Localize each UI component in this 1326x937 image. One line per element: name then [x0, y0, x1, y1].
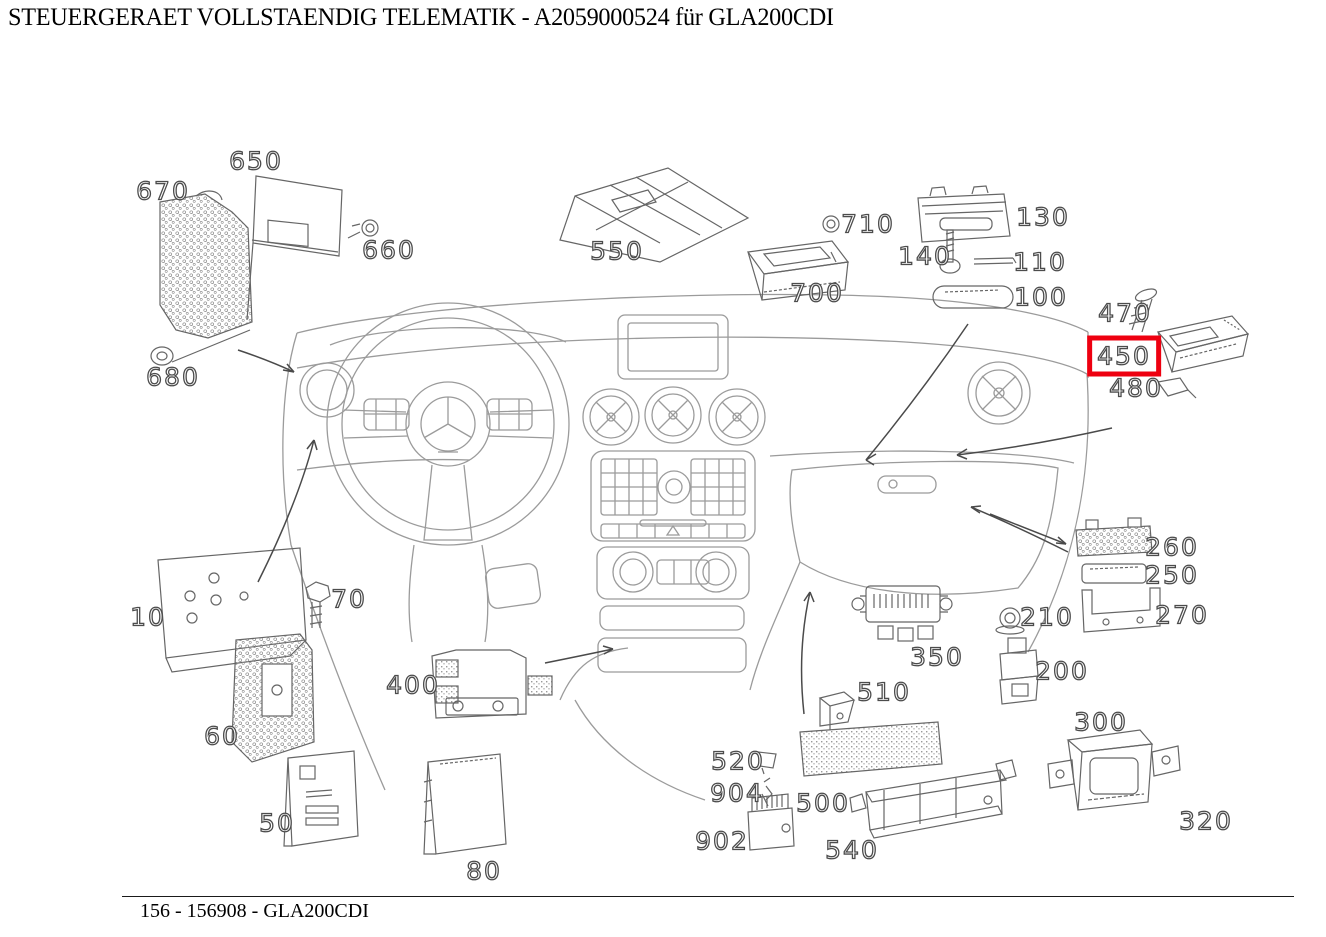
part-label-700[interactable]: 700	[789, 278, 844, 308]
part-label-210[interactable]: 210	[1019, 602, 1074, 632]
part-label-400[interactable]: 400	[385, 670, 440, 700]
part-label-140[interactable]: 140	[897, 241, 952, 271]
part-label-510[interactable]: 510	[856, 677, 911, 707]
part-label-450[interactable]: 450	[1087, 335, 1161, 377]
part-label-650[interactable]: 650	[228, 146, 283, 176]
part-label-10[interactable]: 10	[129, 602, 166, 632]
part-label-60[interactable]: 60	[203, 721, 240, 751]
part-label-540[interactable]: 540	[824, 835, 879, 865]
part-label-904[interactable]: 904	[709, 778, 764, 808]
part-label-80[interactable]: 80	[465, 856, 502, 886]
part-label-50[interactable]: 50	[258, 808, 295, 838]
part-label-250[interactable]: 250	[1144, 560, 1199, 590]
part-label-550[interactable]: 550	[589, 236, 644, 266]
part-label-520[interactable]: 520	[710, 746, 765, 776]
part-label-670[interactable]: 670	[135, 176, 190, 206]
part-label-500[interactable]: 500	[795, 788, 850, 818]
footer-rule	[122, 896, 1294, 897]
part-label-300[interactable]: 300	[1073, 707, 1128, 737]
part-label-200[interactable]: 200	[1034, 656, 1089, 686]
part-label-902[interactable]: 902	[694, 826, 749, 856]
steering-wheel	[299, 302, 570, 643]
part-label-350[interactable]: 350	[909, 642, 964, 672]
part-label-130[interactable]: 130	[1015, 202, 1070, 232]
center-stack	[582, 314, 1031, 673]
part-label-110[interactable]: 110	[1012, 247, 1067, 277]
part-label-660[interactable]: 660	[361, 235, 416, 265]
part-label-100[interactable]: 100	[1013, 282, 1068, 312]
part-label-270[interactable]: 270	[1154, 600, 1209, 630]
part-label-320[interactable]: 320	[1178, 806, 1233, 836]
part-label-710[interactable]: 710	[840, 209, 895, 239]
part-label-260[interactable]: 260	[1144, 532, 1199, 562]
part-label-680[interactable]: 680	[145, 362, 200, 392]
part-thumbnails	[150, 167, 1250, 855]
part-label-480[interactable]: 480	[1108, 373, 1163, 403]
part-label-470[interactable]: 470	[1097, 298, 1152, 328]
part-label-70[interactable]: 70	[330, 584, 367, 614]
page-title: STEUERGERAET VOLLSTAENDIG TELEMATIK - A2…	[8, 4, 834, 31]
callout-arrows	[237, 323, 1113, 715]
dashboard-outline	[282, 293, 1089, 801]
footer-text: 156 - 156908 - GLA200CDI	[140, 900, 369, 922]
